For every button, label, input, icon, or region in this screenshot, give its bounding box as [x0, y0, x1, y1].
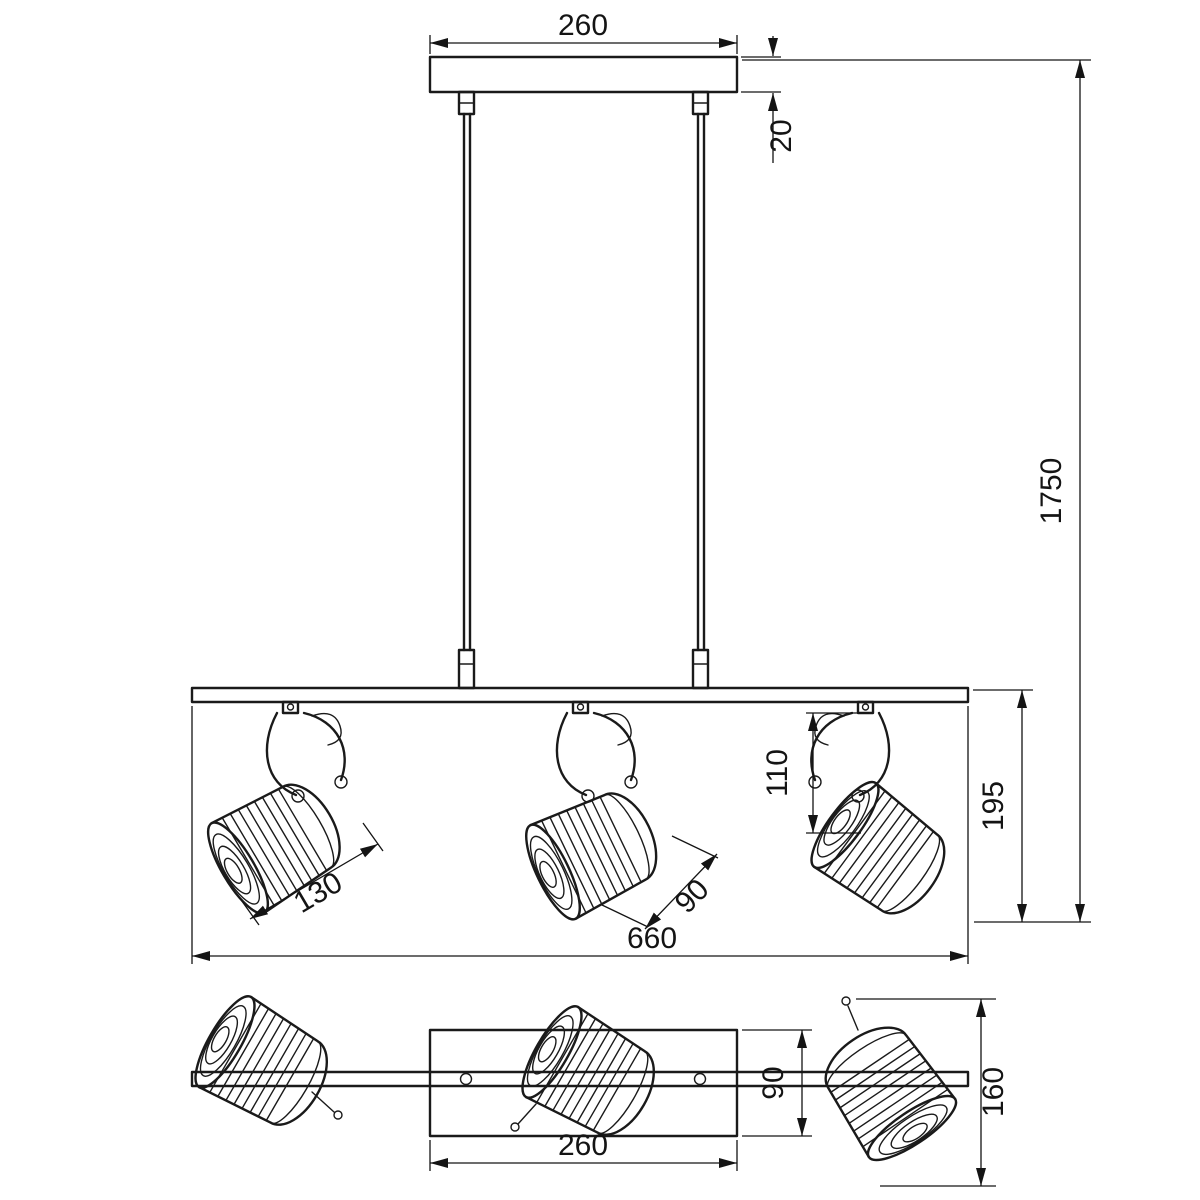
- plan-support-bar: [190, 1070, 970, 1088]
- dim-label-overall-height: 1750: [1035, 458, 1068, 525]
- dim-canopy-width: 260: [429, 9, 738, 54]
- dim-canopy-thickness: 20: [741, 36, 798, 163]
- dim-plan-canopy-width: 260: [429, 1129, 738, 1171]
- suspension-rod-right: [691, 112, 710, 690]
- plan-spot-head-1: [183, 987, 344, 1142]
- spot-head-3-cage-shade: [800, 772, 963, 931]
- dim-label-canopy-width: 260: [558, 9, 608, 42]
- ceiling-canopy: [428, 55, 739, 116]
- plan-canopy-outline: [428, 1028, 739, 1138]
- spot-head-1-yoke: [265, 700, 348, 803]
- front-elevation-view: 260 20 1750 195 110: [190, 9, 1091, 964]
- spot-head-2-yoke: [555, 700, 638, 803]
- dim-label-head-height: 110: [761, 749, 794, 797]
- dim-bar-to-bottom: 195: [973, 689, 1033, 922]
- plan-spot-head-2: [510, 997, 671, 1152]
- dim-label-canopy-thickness: 20: [765, 119, 798, 152]
- dim-plan-overall-depth: 160: [856, 998, 1010, 1187]
- spot-head-2-cage-shade: [514, 777, 673, 927]
- dim-label-shade-diameter: 90: [669, 873, 716, 920]
- dim-label-bar-to-bottom: 195: [977, 781, 1010, 831]
- dim-shade-diameter: 90: [601, 835, 719, 930]
- dim-plan-canopy-depth: 90: [742, 1029, 812, 1137]
- support-bar: [190, 686, 970, 704]
- spot-head-3: [800, 700, 963, 931]
- dim-overall-height: 1750: [742, 59, 1091, 923]
- bottom-plan-view: 90 160 260: [183, 987, 1010, 1187]
- plan-spot-head-3: [808, 996, 966, 1172]
- spot-head-1: [196, 700, 357, 923]
- suspension-rod-left: [457, 112, 476, 690]
- dim-label-plan-canopy-depth: 90: [757, 1066, 790, 1099]
- dim-label-bar-length: 660: [627, 922, 677, 955]
- dim-label-plan-canopy-width: 260: [558, 1129, 608, 1162]
- dim-bar-length: 660: [191, 706, 969, 964]
- spot-head-2: [514, 700, 673, 927]
- dim-head-height: 110: [761, 712, 869, 834]
- dim-label-plan-overall-depth: 160: [977, 1067, 1010, 1117]
